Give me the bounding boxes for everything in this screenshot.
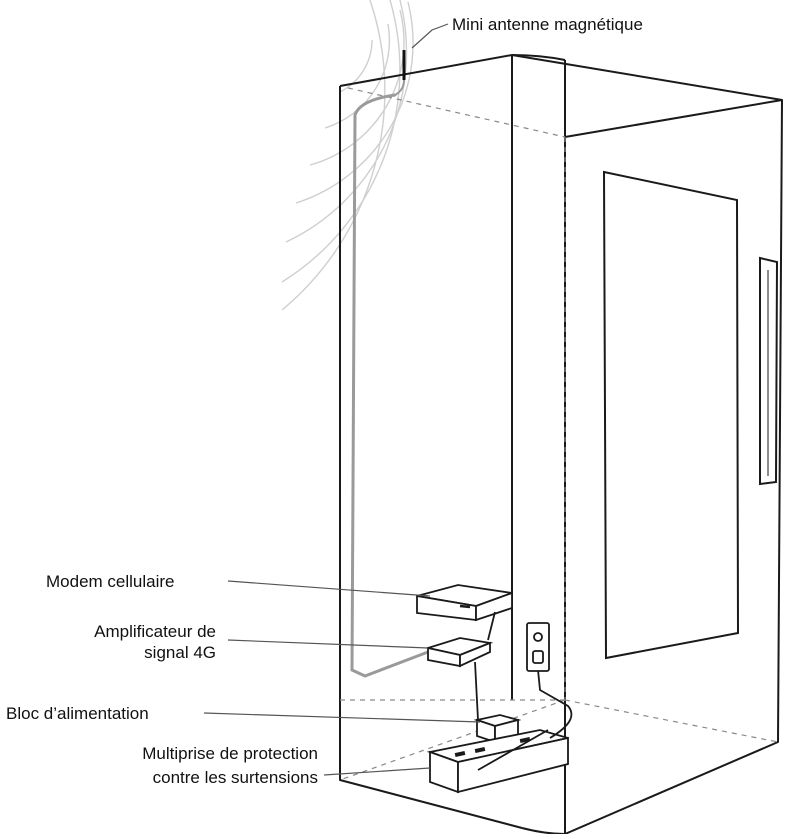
strip-outlet-cable <box>536 659 573 739</box>
card-slot <box>759 256 779 486</box>
wall-outlet <box>526 622 550 672</box>
leader-lines <box>203 23 481 776</box>
antenna-cable <box>350 93 430 678</box>
power-supply-label: Bloc d’alimentation <box>6 704 149 723</box>
surge-protector-label-line2: contre les surtensions <box>152 768 318 787</box>
antenna-label: Mini antenne magnétique <box>452 15 643 34</box>
amplifier-label-line1: Amplificateur de <box>94 622 216 641</box>
strip-cord <box>477 729 549 771</box>
modem-label: Modem cellulaire <box>46 572 175 591</box>
amplifier-box <box>424 637 494 668</box>
kiosk-screen <box>602 170 740 660</box>
modem-box <box>416 584 513 622</box>
antenna-icon <box>394 50 406 96</box>
kiosk-cabinet <box>339 54 783 835</box>
modem-amp-cable <box>487 611 496 641</box>
amp-power-cable <box>474 661 479 721</box>
surge-protector <box>426 729 569 794</box>
surge-protector-label-line1: Multiprise de protection <box>142 744 318 763</box>
signal-waves <box>281 0 414 311</box>
amplifier-label-line2: signal 4G <box>144 643 216 662</box>
hidden-edges <box>339 87 779 781</box>
